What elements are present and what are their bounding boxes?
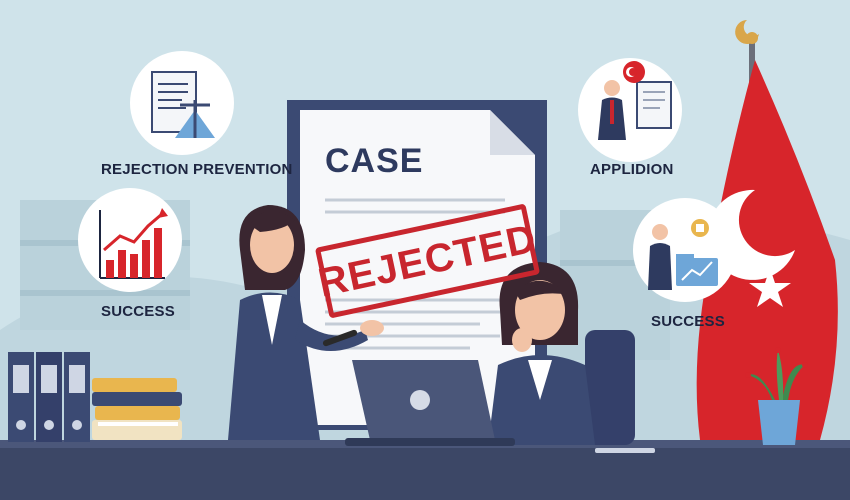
success-label-right: SUCCESS: [651, 313, 725, 330]
growth-chart-icon: [78, 188, 182, 292]
desk: [0, 440, 850, 500]
binders: [8, 352, 90, 442]
pen: [595, 448, 655, 453]
potted-plant: [745, 347, 808, 445]
businessman-folder-icon: [633, 198, 737, 302]
seated-woman: [488, 262, 635, 445]
document-scale-icon: [130, 51, 234, 155]
book-stack: [92, 378, 182, 440]
document-title: CASE: [325, 142, 424, 180]
applidion-label: APPLIDION: [590, 161, 674, 178]
laptop: [345, 360, 515, 446]
rejection-prevention-label: REJECTION PREVENTION: [101, 161, 293, 178]
success-label-left: SUCCESS: [101, 303, 175, 320]
standing-woman: [228, 205, 384, 440]
presenter-flag-icon: [578, 58, 682, 162]
